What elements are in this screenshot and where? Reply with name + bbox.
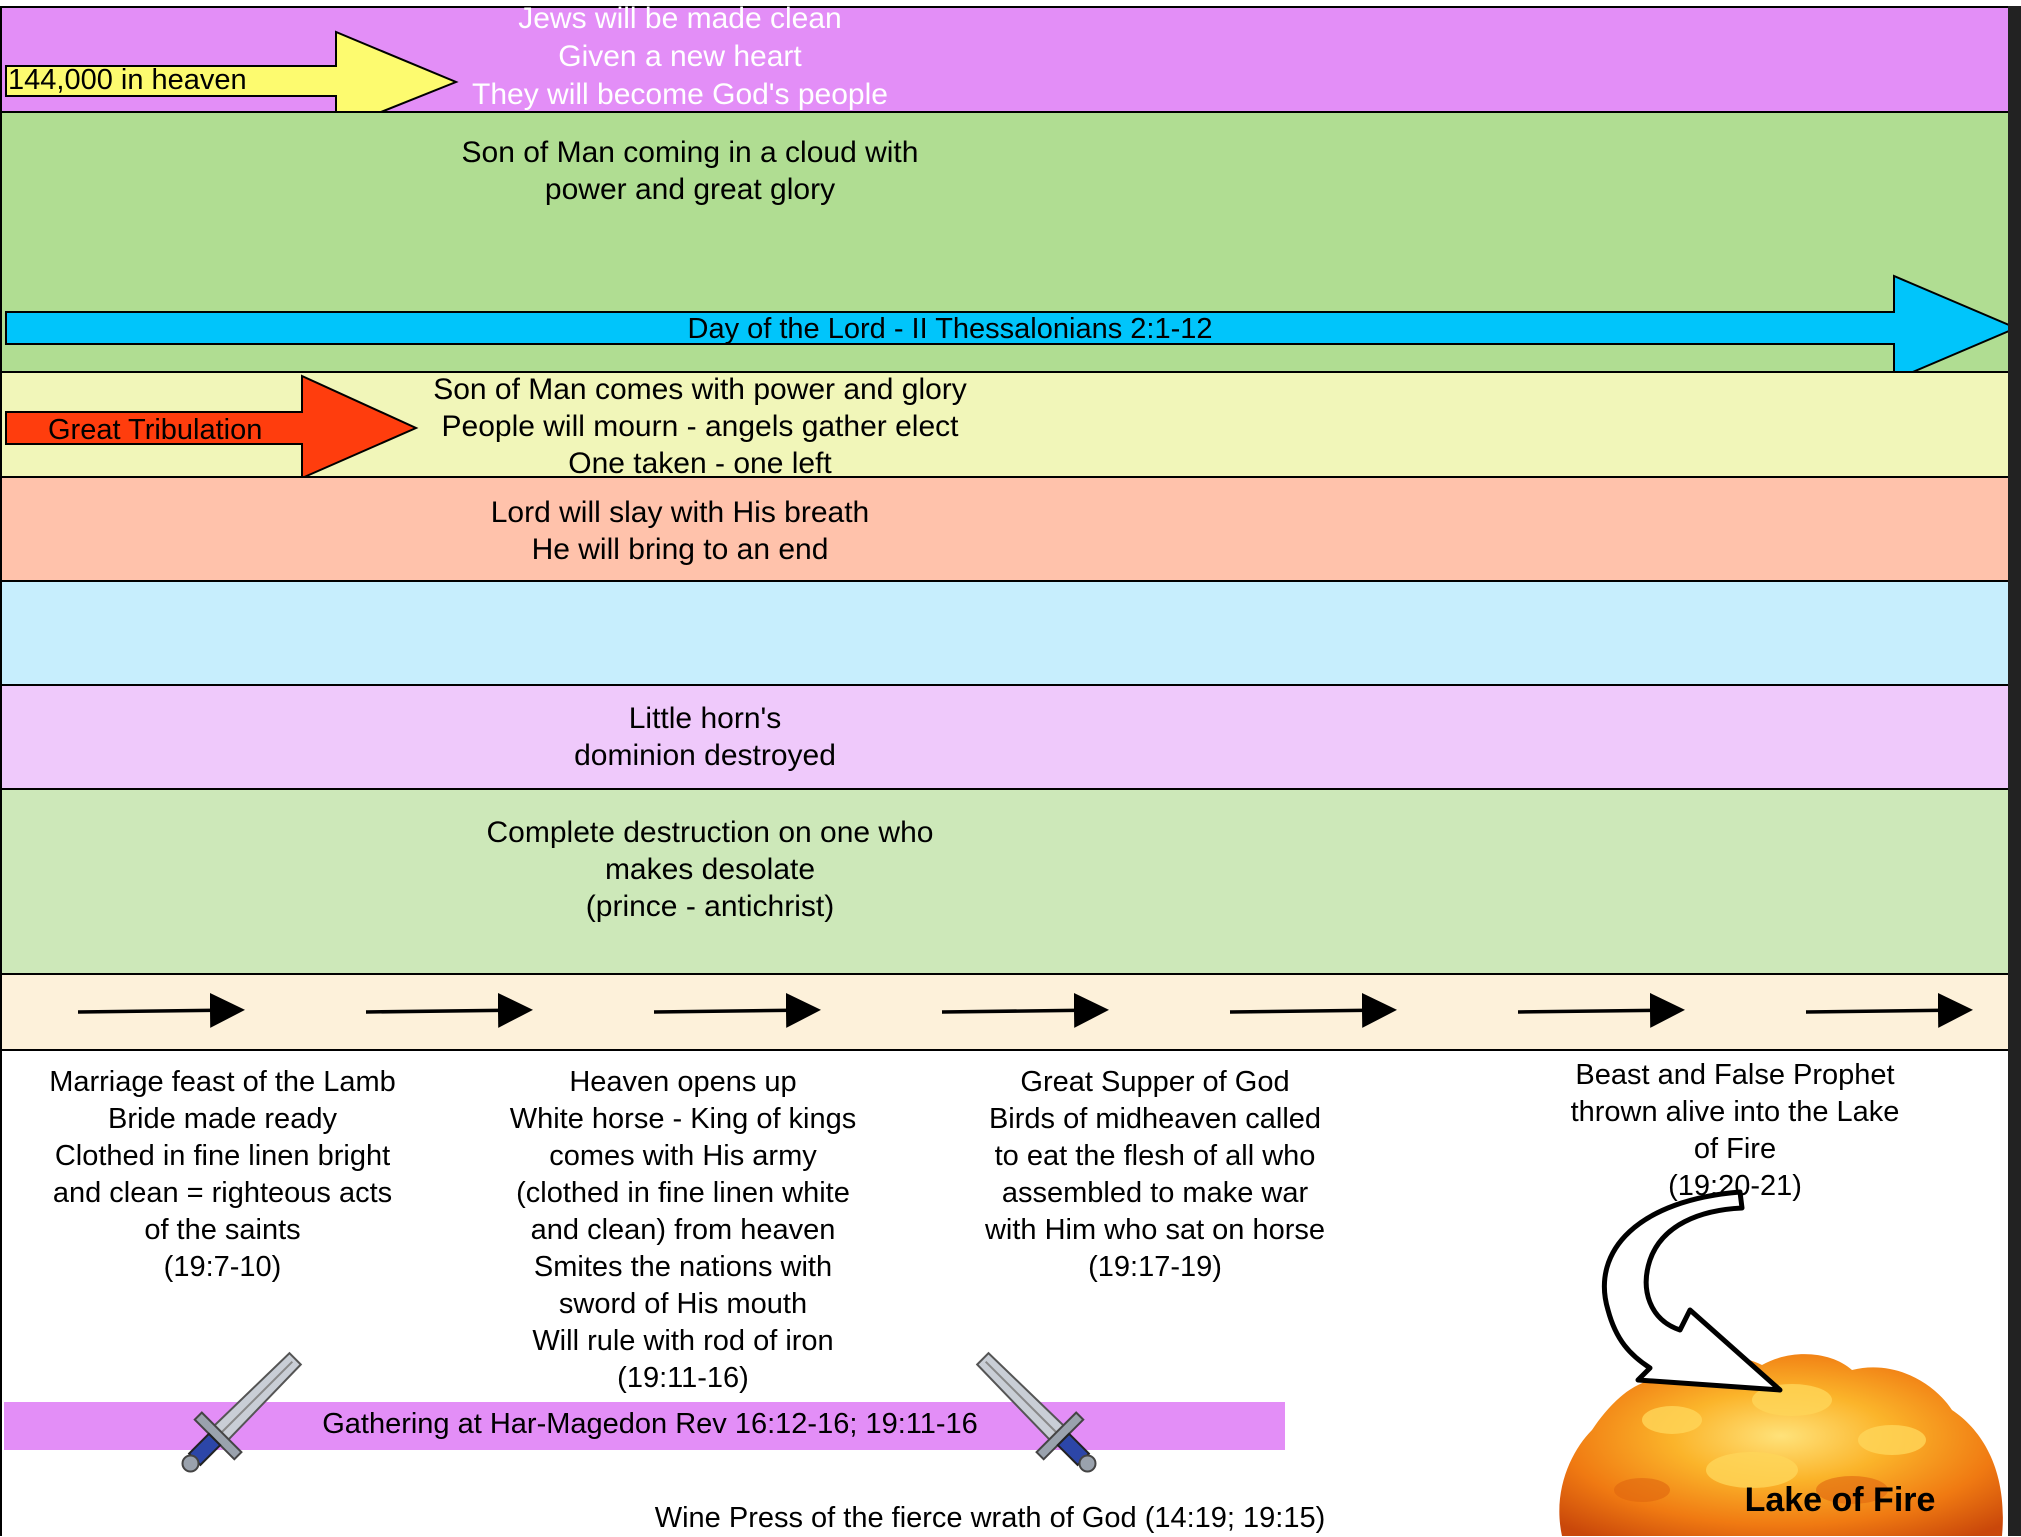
curved-arrow-icon (1601, 1189, 1783, 1393)
lord-slay-text: Lord will slay with His breath He will b… (490, 496, 870, 566)
fire-icon (1559, 1354, 2003, 1536)
great-tribulation-label: Great Tribulation (48, 414, 263, 446)
great-tribulation-arrow (5, 374, 419, 480)
day-of-lord-label: Day of the Lord - II Thessalonians 2:1-1… (687, 313, 1213, 345)
progress-arrow (1517, 992, 1685, 1028)
progress-arrows (77, 992, 1973, 1028)
band-blank (0, 580, 2012, 686)
progress-arrow (1805, 992, 1973, 1028)
progress-arrow (77, 992, 245, 1028)
arrow-144000 (5, 30, 459, 132)
little-horn-text: Little horn's dominion destroyed (574, 702, 836, 772)
band-little-horn (0, 684, 2012, 790)
day-of-lord-arrow (5, 274, 2019, 382)
band-lord-slay (0, 476, 2012, 582)
progress-arrow (941, 992, 1109, 1028)
arrow-144000-label: 144,000 in heaven (8, 64, 247, 96)
lake-of-fire-label: Lake of Fire (1744, 1481, 1936, 1519)
wine-press-text: Wine Press of the fierce wrath of God (1… (654, 1502, 1326, 1534)
progress-arrow (365, 992, 533, 1028)
right-edge (2008, 6, 2021, 1536)
gathering-label: Gathering at Har-Magedon Rev 16:12-16; 1… (322, 1408, 978, 1440)
marriage-column: Marriage feast of the Lamb Bride made re… (49, 1066, 396, 1283)
heaven-column: Heaven opens up White horse - King of ki… (509, 1066, 857, 1394)
tribulation-text: Son of Man comes with power and glory Pe… (433, 373, 967, 480)
sword-icon (975, 1351, 1097, 1473)
jews-text: Jews will be made clean Given a new hear… (472, 2, 888, 111)
progress-arrow (1229, 992, 1397, 1028)
son-of-man-text: Son of Man coming in a cloud with power … (461, 136, 919, 206)
band-destruction (0, 788, 2012, 975)
supper-column: Great Supper of God Birds of midheaven c… (984, 1066, 1326, 1283)
destruction-text: Complete destruction on one who makes de… (486, 816, 934, 923)
beast-column: Beast and False Prophet thrown alive int… (1570, 1059, 1900, 1202)
progress-arrow (653, 992, 821, 1028)
sword-icon (181, 1351, 303, 1473)
